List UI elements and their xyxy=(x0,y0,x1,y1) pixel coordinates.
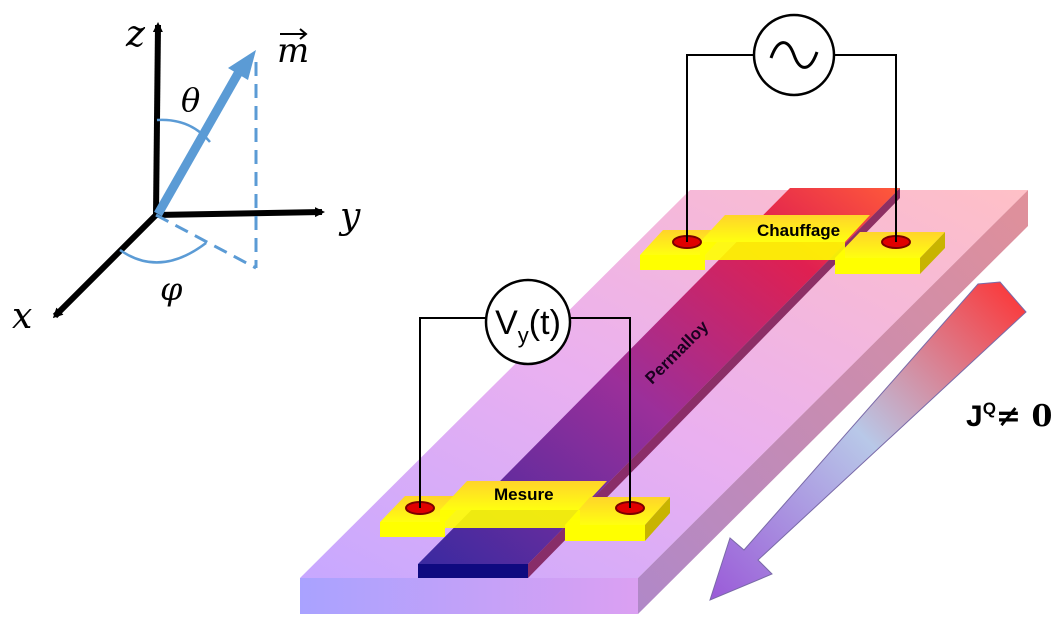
projection-in-plane xyxy=(155,213,257,270)
y-axis-label: y xyxy=(338,196,361,237)
heater-pad-side xyxy=(920,232,945,274)
source-wire-left xyxy=(686,54,754,242)
coordinate-axes: z y x m θ φ xyxy=(12,14,361,337)
x-axis xyxy=(52,212,159,319)
measure-pad-side xyxy=(645,497,670,541)
x-axis-label: x xyxy=(12,296,32,337)
phi-arc xyxy=(119,242,207,264)
z-axis-label: z xyxy=(125,14,146,55)
substrate-side xyxy=(638,190,1028,614)
substrate-front xyxy=(300,578,638,614)
heat-flux-arrow-body xyxy=(709,281,1027,601)
ac-source-circuit xyxy=(686,13,897,242)
heater-pad: Chauffage xyxy=(640,215,945,274)
measure-pad-left-front xyxy=(380,522,445,537)
magnetization-vector-shaft xyxy=(154,67,244,217)
source-wire-right xyxy=(834,54,897,242)
strip-top xyxy=(418,188,900,564)
voltmeter-subscript: y xyxy=(518,323,529,348)
permalloy-strip: Permalloy xyxy=(418,188,900,578)
heat-flux-superscript: Q xyxy=(983,399,996,418)
measure-pad-center-front xyxy=(440,510,580,528)
measure-label: Mesure xyxy=(494,485,554,504)
y-axis xyxy=(155,207,325,218)
voltmeter-symbol xyxy=(484,278,572,366)
heater-pad-center-top xyxy=(700,215,870,242)
voltmeter-tail: (t) xyxy=(529,304,561,342)
heater-pad-left-front xyxy=(640,255,705,270)
voltmeter-wire-right xyxy=(568,317,631,508)
heater-pad-right-front xyxy=(835,258,920,274)
strip-front xyxy=(418,564,528,578)
vector-label: m xyxy=(277,31,309,71)
measure-pad: Mesure xyxy=(380,481,670,541)
vector-overarrow xyxy=(280,28,308,40)
theta-arc xyxy=(156,118,211,143)
theta-label: θ xyxy=(181,81,200,119)
strip-side xyxy=(528,188,900,578)
heat-flux-label: JQ≠ 0 xyxy=(966,399,1052,434)
measure-pad-right-front xyxy=(565,525,645,541)
measure-pad-center-top xyxy=(440,481,607,510)
voltmeter-circuit: Vy(t) xyxy=(419,278,631,508)
voltmeter-label: Vy(t) xyxy=(495,304,561,348)
heater-pad-center-front xyxy=(700,242,845,260)
voltmeter-wire-left xyxy=(419,317,488,508)
magnetization-vector-head xyxy=(228,50,256,80)
heat-flux-arrow: JQ≠ 0 xyxy=(709,281,1052,601)
heater-label: Chauffage xyxy=(757,221,840,240)
heat-flux-relation: ≠ 0 xyxy=(996,399,1052,434)
phi-label: φ xyxy=(160,270,183,308)
sine-wave-icon xyxy=(769,41,819,69)
